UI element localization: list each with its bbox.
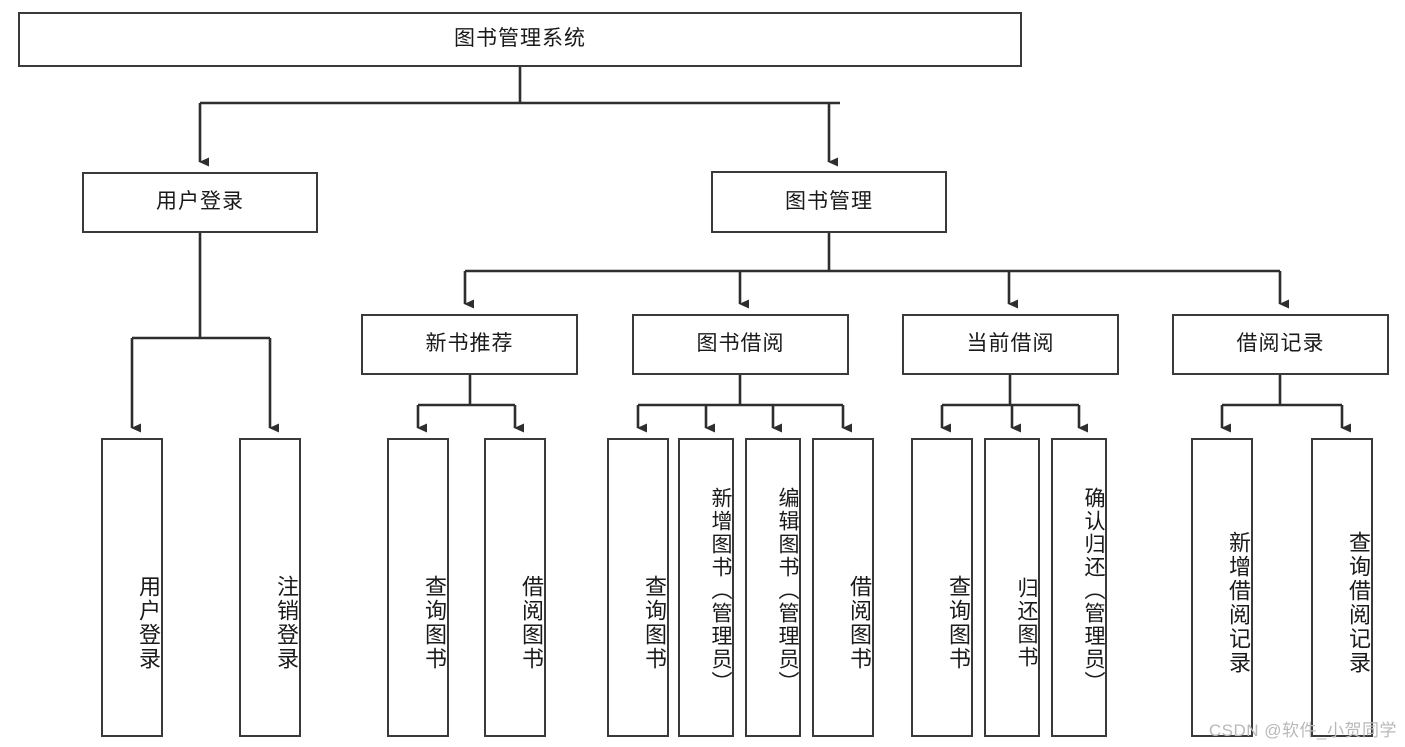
leaf-borrow-book-borrow-label: 借阅图书 (847, 574, 872, 671)
leaf-query-borrow-record[interactable]: 查询借阅记录 (1311, 438, 1373, 737)
leaf-add-borrow-record[interactable]: 新增借阅记录 (1191, 438, 1253, 737)
leaf-return-book[interactable]: 归还图书 (984, 438, 1040, 737)
leaf-query-borrow-record-label: 查询借阅记录 (1346, 530, 1371, 675)
node-user-login[interactable]: 用户登录 (82, 172, 318, 233)
leaf-confirm-return-admin[interactable]: 确认归还（管理员） (1051, 438, 1107, 737)
leaf-query-book-borrow-label: 查询图书 (642, 574, 667, 671)
node-borrow-record[interactable]: 借阅记录 (1172, 314, 1389, 375)
leaf-query-book-current[interactable]: 查询图书 (911, 438, 973, 737)
leaf-confirm-return-admin-label: 确认归还（管理员） (1082, 487, 1105, 694)
leaf-add-book-admin[interactable]: 新增图书（管理员） (678, 438, 734, 737)
node-root-label: 图书管理系统 (454, 27, 586, 51)
leaf-add-book-admin-label: 新增图书（管理员） (709, 487, 732, 694)
leaf-return-book-label: 归还图书 (1015, 576, 1038, 669)
leaf-borrow-book-borrow[interactable]: 借阅图书 (812, 438, 874, 737)
node-book-borrow[interactable]: 图书借阅 (632, 314, 849, 375)
leaf-edit-book-admin[interactable]: 编辑图书（管理员） (745, 438, 801, 737)
leaf-borrow-book-recommend-label: 借阅图书 (519, 574, 544, 671)
leaf-logout-label: 注销登录 (274, 574, 299, 671)
node-book-borrow-label: 图书借阅 (696, 332, 785, 356)
leaf-borrow-book-recommend[interactable]: 借阅图书 (484, 438, 546, 737)
node-book-management[interactable]: 图书管理 (711, 171, 947, 233)
leaf-query-book-current-label: 查询图书 (946, 574, 971, 671)
leaf-edit-book-admin-label: 编辑图书（管理员） (776, 487, 799, 694)
leaf-add-borrow-record-label: 新增借阅记录 (1226, 530, 1251, 675)
node-current-borrow[interactable]: 当前借阅 (902, 314, 1119, 375)
leaf-query-book-borrow[interactable]: 查询图书 (607, 438, 669, 737)
leaf-user-login-label: 用户登录 (136, 574, 161, 671)
csdn-watermark: CSDN @软件_小贺同学 (1208, 721, 1397, 740)
leaf-logout[interactable]: 注销登录 (239, 438, 301, 737)
node-book-management-label: 图书管理 (785, 189, 873, 213)
node-borrow-record-label: 借阅记录 (1236, 332, 1325, 356)
node-new-book-recommend-label: 新书推荐 (425, 332, 514, 356)
leaf-query-book-recommend[interactable]: 查询图书 (387, 438, 449, 737)
node-user-login-label: 用户登录 (156, 190, 244, 214)
node-current-borrow-label: 当前借阅 (966, 332, 1055, 356)
node-root[interactable]: 图书管理系统 (18, 12, 1022, 67)
node-new-book-recommend[interactable]: 新书推荐 (361, 314, 578, 375)
leaf-user-login[interactable]: 用户登录 (101, 438, 163, 737)
leaf-query-book-recommend-label: 查询图书 (422, 574, 447, 671)
